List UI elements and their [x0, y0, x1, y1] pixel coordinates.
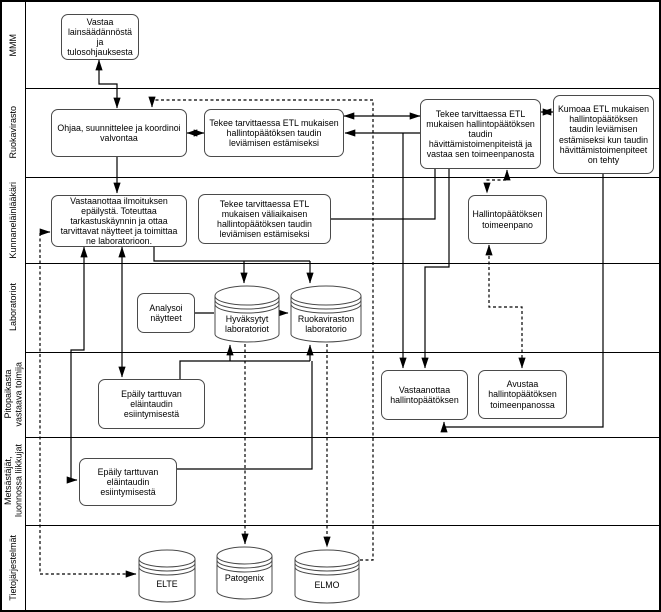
connector-kumoaa-vastaanottaa-paatoksen	[440, 174, 604, 433]
cylinder-shape	[214, 285, 280, 343]
node-avustaa-toimeenpanossa: Avustaa hallintopäätöksen toimeenpanossa	[478, 370, 567, 419]
datastore-elmo: ELMO	[294, 549, 360, 604]
connector-toimeenpano-avustaa	[485, 244, 526, 369]
connector-ilmoitus-epaily-metsastajat	[66, 246, 88, 484]
lane-label-mmm: MMM	[2, 2, 25, 88]
datastore-label: Hyväksytyt laboratoriot	[224, 314, 269, 334]
lane-label-text: MMM	[8, 33, 19, 57]
connector-epaily-metsastajat-lab	[177, 361, 313, 470]
lane-label-text: Metsästäjät, luonnossa liikkujat	[3, 444, 24, 518]
lane-divider	[2, 437, 659, 438]
node-etl-havittamis: Tekee tarvittaessa ETL mukaisen hallinto…	[420, 99, 541, 169]
connector-ilmoitus-labs-trunk	[153, 247, 310, 262]
lane-divider	[2, 177, 659, 178]
lane-label-metsastajat: Metsästäjät, luonnossa liikkujat	[2, 437, 25, 525]
lane-label-text: Pitopaikasta vastaava toimija	[3, 362, 24, 427]
lane-label-text: Tietojärjestelmät	[8, 534, 19, 601]
lane-label-column	[2, 2, 26, 610]
node-vastaanottaa-hallintopaatoksen: Vastaanottaa hallintopäätöksen	[381, 370, 468, 420]
node-vastaanottaa-ilmoituksen: Vastaanottaa ilmoituksen epäilystä. Tote…	[51, 195, 187, 247]
node-etl-estamiseksi: Tekee tarvittaessa ETL mukaisen hallinto…	[204, 109, 344, 157]
datastore-label: Ruokaviraston laboratorio	[297, 314, 355, 334]
datastore-patogenix: Patogenix	[216, 546, 273, 600]
lane-label-laboratoriot: Laboratoriot	[2, 263, 25, 352]
lane-label-text: Ruokavirasto	[8, 106, 19, 159]
cylinder-shape	[294, 549, 360, 604]
node-hallintopaatoksen-toimeenpano: Hallintopäätöksen toimeenpano	[468, 195, 547, 244]
lane-divider	[2, 352, 659, 353]
connector-elmo-ohjaa	[148, 96, 374, 561]
lane-label-ruokavirasto: Ruokavirasto	[2, 88, 25, 177]
connector-havittamis-toimeenpano	[483, 169, 511, 194]
datastore-hyvaksytyt-laboratoriot: Hyväksytyt laboratoriot	[214, 285, 280, 343]
datastore-label: ELTE	[156, 579, 178, 589]
lane-divider	[2, 263, 659, 264]
cylinder-shape	[216, 546, 273, 600]
cylinder-shape	[138, 549, 196, 603]
datastore-elte: ELTE	[138, 549, 196, 603]
node-epaily-pitopaikka: Epäily tarttuvan eläintaudin esiintymise…	[98, 379, 205, 429]
node-epaily-metsastajat: Epäily tarttuvan eläintaudin esiintymise…	[79, 458, 177, 506]
node-analysoi-naytteet: Analysoi näytteet	[137, 293, 195, 333]
lane-label-kunnanelainlaakari: Kunnaneläinlääkäri	[2, 177, 25, 263]
connector-epaily-pitopaikka-labs-trunk	[179, 360, 310, 379]
lane-divider	[2, 525, 659, 526]
lane-label-pitopaikka: Pitopaikasta vastaava toimija	[2, 352, 25, 437]
lane-label-text: Laboratoriot	[8, 283, 19, 332]
lane-label-tietojarjestelmat: Tietojärjestelmät	[2, 525, 25, 610]
connector-mmm-ohjaa	[95, 59, 121, 109]
node-etl-valiaikainen: Tekee tarvittaessa ETL mukaisen väliaika…	[198, 194, 331, 244]
cylinder-shape	[290, 285, 362, 343]
node-vastaa-lainsaadannosta: Vastaa lainsäädännöstä ja tulosohjaukses…	[61, 14, 139, 60]
node-ohjaa-suunnittelee: Ohjaa, suunnittelee ja koordinoi valvont…	[51, 109, 187, 157]
lane-label-text: Kunnaneläinlääkäri	[8, 181, 19, 259]
connector-valiaikainen-etl	[331, 129, 436, 220]
lane-divider	[2, 88, 659, 89]
datastore-label: ELMO	[314, 580, 340, 590]
node-kumoaa-etl: Kumoaa ETL mukaisen hallintopäätöksen ta…	[553, 95, 654, 174]
datastore-ruokaviraston-laboratorio: Ruokaviraston laboratorio	[290, 285, 362, 343]
datastore-label: Patogenix	[224, 573, 265, 583]
connector-havittamis-vastaanottaa-paatoksen	[421, 169, 450, 369]
